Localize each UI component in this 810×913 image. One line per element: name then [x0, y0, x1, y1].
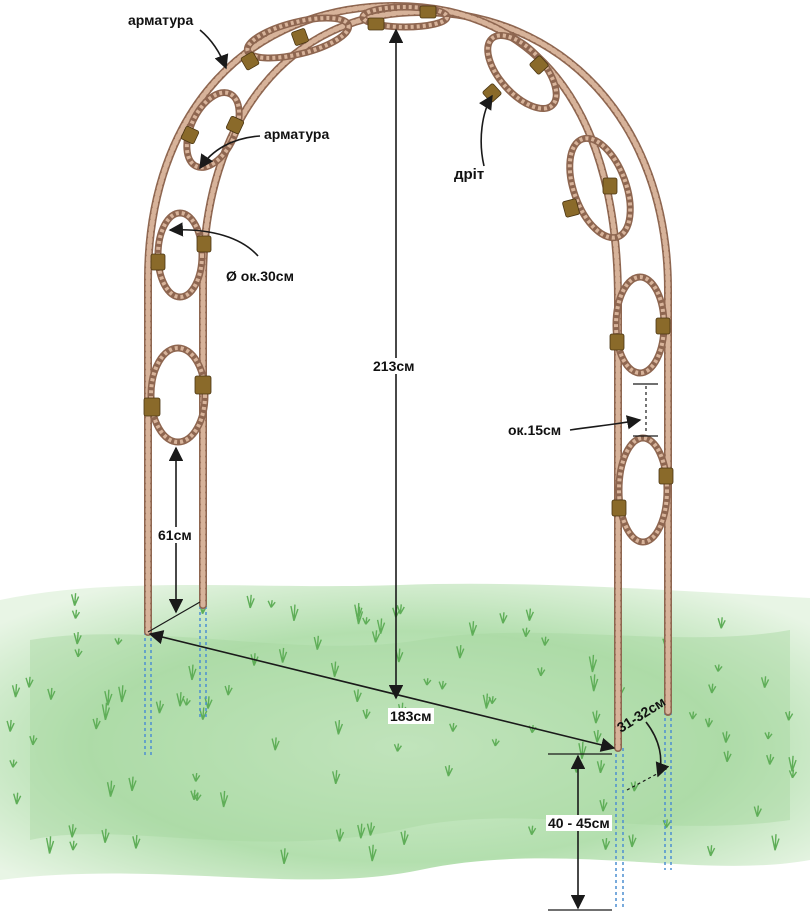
grass-tuft	[362, 617, 371, 625]
grass-tuft	[525, 608, 535, 621]
grass-tuft	[766, 754, 775, 765]
ring-to-ground-label: 61см	[156, 527, 194, 543]
grass-tuft	[717, 617, 726, 629]
grass-tuft	[708, 683, 717, 694]
width-dimension	[148, 630, 616, 752]
grass-tuft	[6, 719, 15, 732]
rebar-mid-label: арматура	[264, 126, 330, 142]
grass-tuft	[722, 731, 731, 743]
grass-tuft	[71, 609, 81, 619]
grass-tuft	[662, 819, 671, 829]
grass-tuft	[354, 603, 363, 621]
grass-tuft	[335, 828, 345, 842]
grass-tuft	[764, 731, 773, 740]
ring-left-1	[147, 344, 209, 446]
grass-tuft	[596, 760, 606, 774]
ring-gap-label: ок.15см	[508, 422, 562, 438]
grass-tuft	[132, 835, 141, 849]
ring-gap-arrow	[569, 415, 642, 431]
grass-tuft	[11, 684, 21, 698]
grass-tuft	[25, 676, 34, 688]
grass-tuft	[74, 648, 83, 658]
grass-tuft	[788, 755, 797, 772]
grass-tuft	[47, 687, 56, 700]
wire-arrow	[479, 94, 493, 167]
grass-tuft	[267, 600, 276, 608]
grass-tuft	[599, 799, 608, 812]
wire-label: дріт	[454, 166, 485, 183]
ring-right-4	[615, 434, 671, 546]
ring-diameter-label: Ø ок.30см	[226, 268, 294, 284]
grass-tuft	[104, 689, 113, 706]
rebar-top-label: арматура	[128, 12, 194, 28]
ring-top-left	[243, 14, 353, 62]
grass-tuft	[628, 834, 637, 848]
grass-tuft	[101, 702, 111, 721]
grass-tuft	[118, 685, 127, 703]
grass-tuft	[9, 759, 18, 768]
grass-tuft	[246, 594, 255, 609]
grass-tuft	[101, 828, 110, 843]
grass-tuft	[12, 792, 22, 805]
grass-tuft	[400, 830, 409, 845]
grass-tuft	[760, 676, 770, 689]
grass-tuft	[190, 789, 199, 801]
width-label: 183см	[388, 708, 434, 724]
grass-tuft	[29, 735, 38, 746]
grass-tuft	[688, 711, 698, 720]
grass-tuft	[357, 823, 366, 839]
grass-tuft	[499, 612, 508, 624]
ring-top	[359, 3, 451, 31]
callout-arrows	[168, 29, 642, 431]
grass-tuft	[527, 825, 537, 836]
grass-tuft	[114, 637, 123, 645]
rebar-mid-arrow	[199, 135, 261, 170]
grass-tuft	[366, 822, 376, 836]
rebar-top-arrow	[199, 29, 229, 70]
grass-tuft	[128, 776, 137, 792]
grass-tuft	[444, 765, 454, 777]
grass-tuft	[706, 845, 716, 857]
grass-tuft	[70, 593, 80, 606]
grass-tuft	[788, 769, 798, 779]
grass-tuft	[106, 780, 116, 797]
ring-diameter-arrow	[168, 222, 259, 257]
grass-tuft	[45, 836, 55, 854]
grass-tuft	[68, 824, 77, 838]
grass-tuft	[73, 632, 82, 645]
grass-tuft	[753, 805, 762, 818]
grass-tuft	[332, 770, 341, 785]
grass-tuft	[368, 844, 377, 862]
grass-tuft	[290, 604, 299, 622]
grass-tuft	[219, 790, 229, 808]
ring-left-3	[183, 89, 243, 171]
grass-tuft	[704, 717, 714, 728]
grass-tuft	[723, 750, 732, 763]
grass-tuft	[280, 848, 289, 865]
height-label: 213см	[371, 358, 417, 374]
grass-tuft	[784, 711, 794, 721]
grass-tuft	[192, 773, 201, 782]
ring-right-2	[566, 134, 634, 242]
bury-depth-label: 40 - 45см	[546, 815, 612, 831]
grass-tuft	[69, 840, 78, 851]
wire-bands	[143, 5, 674, 517]
grass-tuft	[714, 664, 723, 672]
grass-tuft	[771, 834, 780, 851]
grass-tuft	[92, 717, 101, 730]
grass-tuft	[601, 838, 611, 850]
